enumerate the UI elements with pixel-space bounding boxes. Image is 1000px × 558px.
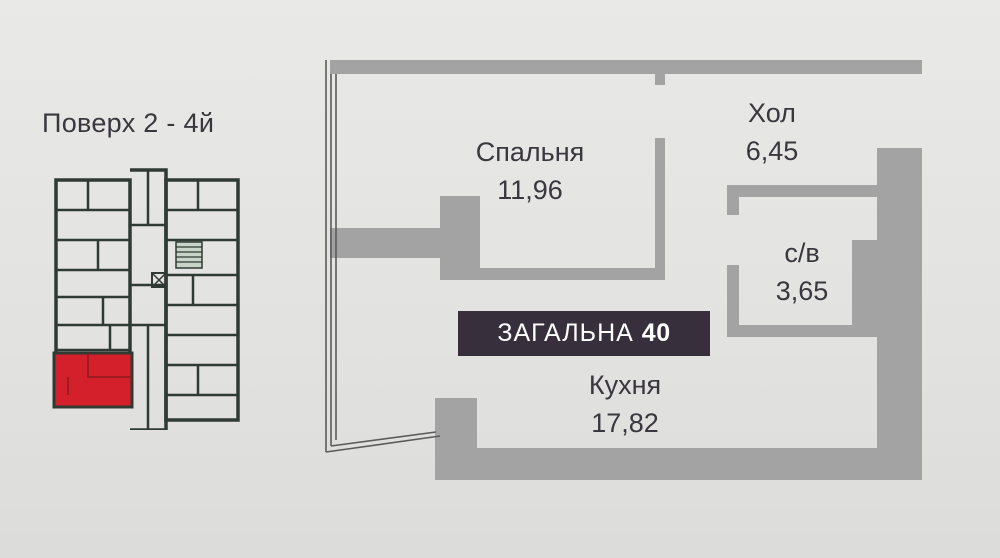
- elevator-icon: [151, 272, 167, 288]
- window-frame: [325, 60, 441, 453]
- room-bathroom: с/в 3,65: [752, 234, 852, 310]
- room-area: 17,82: [591, 408, 659, 438]
- highlighted-apartment: [52, 351, 134, 409]
- room-name: с/в: [784, 238, 820, 268]
- room-name: Кухня: [588, 370, 662, 400]
- total-area-value: 40: [641, 319, 671, 347]
- room-area: 3,65: [775, 276, 829, 306]
- room-area: 11,96: [497, 175, 563, 205]
- room-kitchen: Кухня 17,82: [550, 366, 700, 442]
- building-key-plan: [52, 168, 240, 430]
- total-area-label: ЗАГАЛЬНА: [497, 319, 634, 347]
- total-area-badge: ЗАГАЛЬНА 40: [458, 311, 710, 356]
- room-name: Спальня: [475, 137, 585, 167]
- room-hall: Хол 6,45: [712, 94, 832, 170]
- room-bedroom: Спальня 11,96: [450, 133, 610, 209]
- room-area: 6,45: [745, 136, 799, 166]
- room-name: Хол: [748, 98, 796, 128]
- floor-label: Поверх 2 - 4й: [42, 108, 215, 138]
- stair-icon: [175, 241, 203, 269]
